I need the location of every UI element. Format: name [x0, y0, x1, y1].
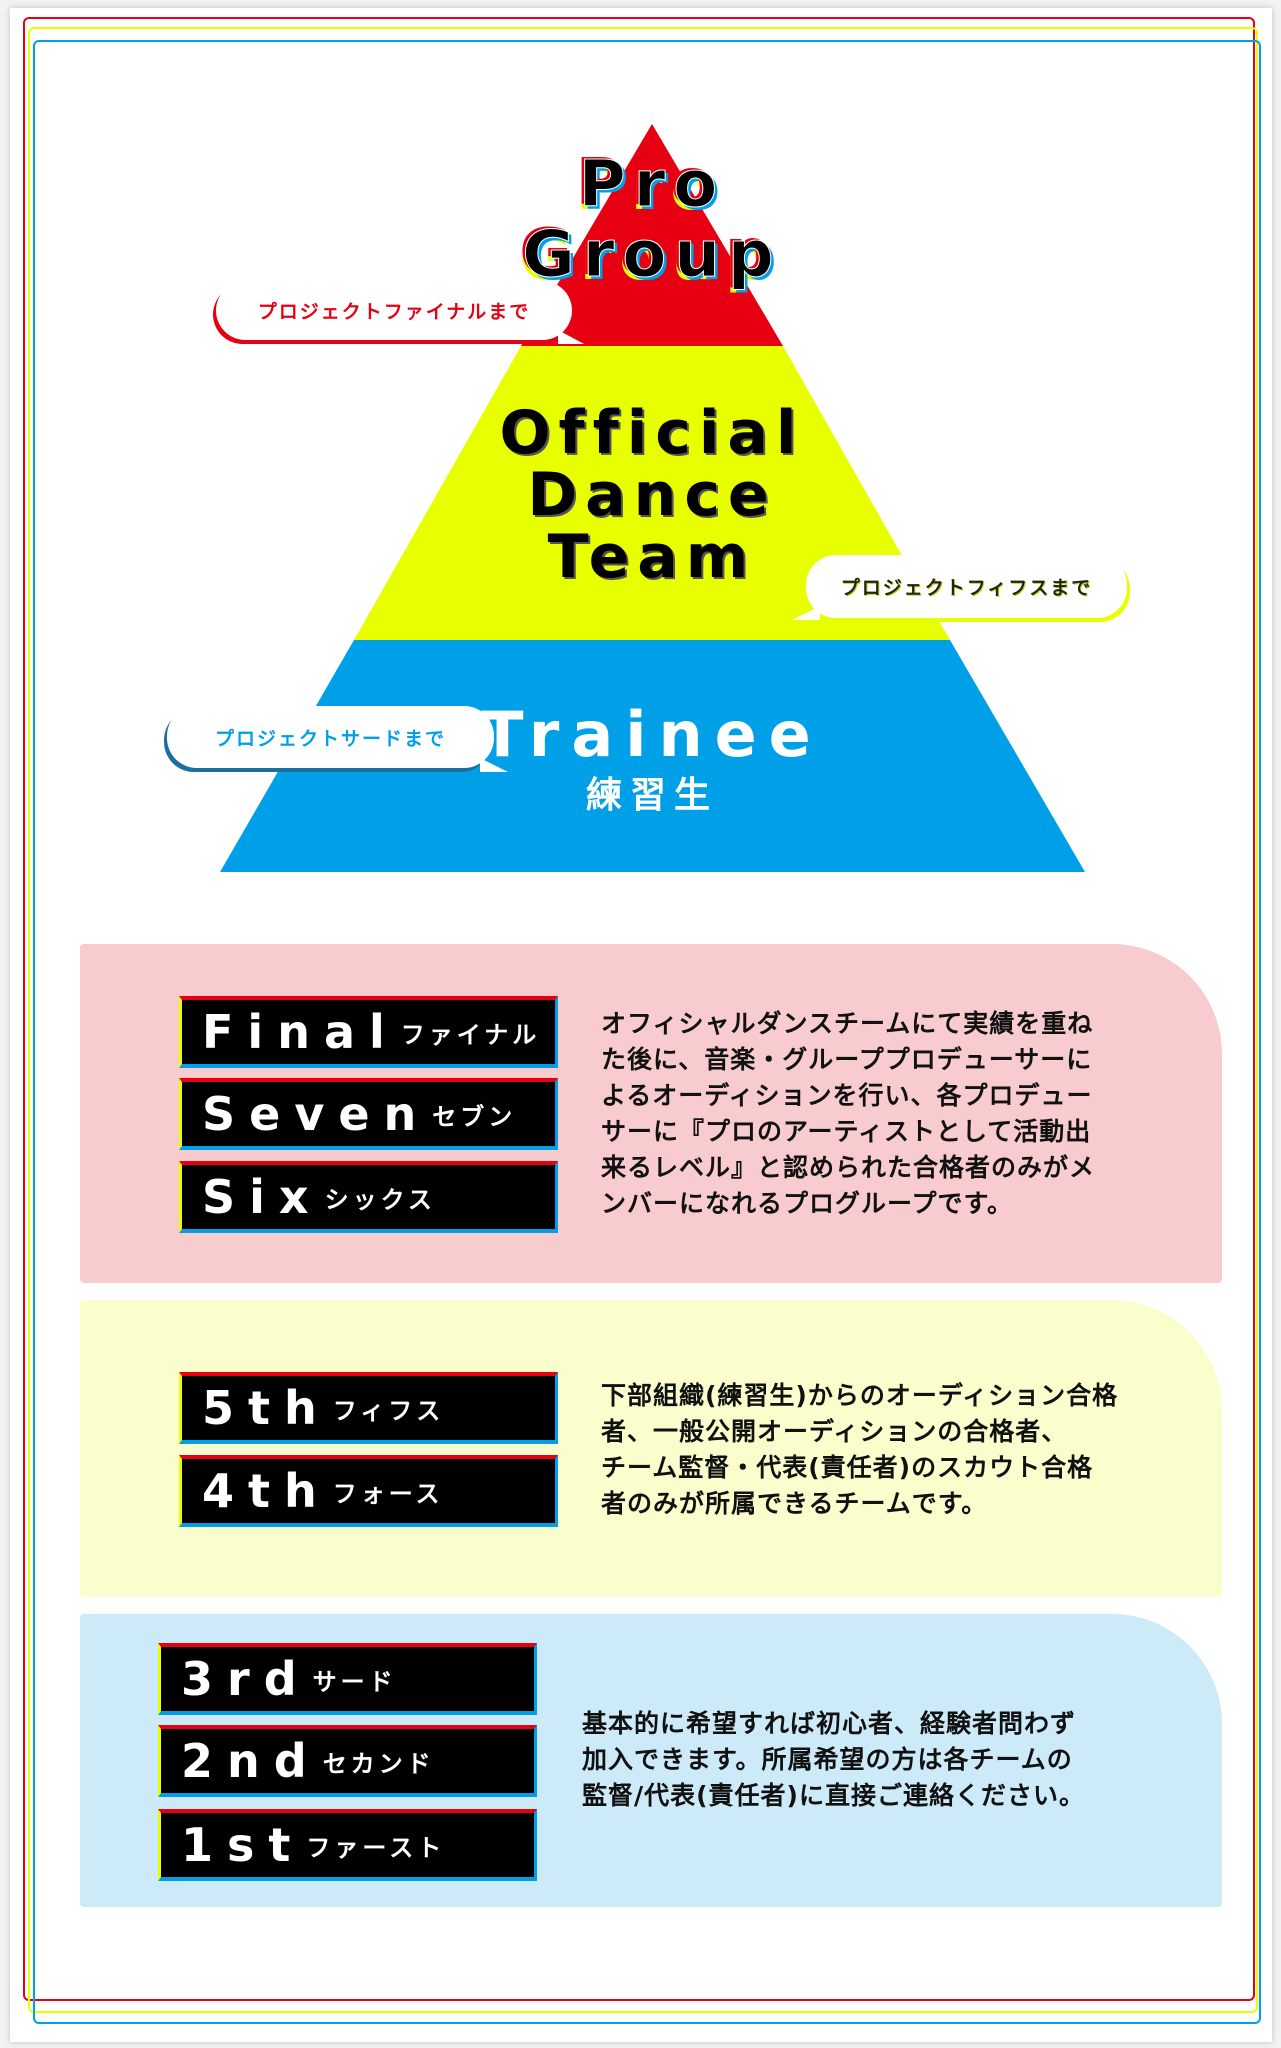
tag-jp: ファースト	[306, 1833, 446, 1862]
desc-line: 者、一般公開オーディションの合格者、	[601, 1417, 1068, 1446]
desc-line: よるオーディションを行い、各プロデュー	[601, 1081, 1093, 1110]
pro-group-description: オフィシャルダンスチームにて実績を重ね た後に、音楽・グループプロデューサーに …	[601, 1006, 1095, 1222]
desc-line: 基本的に希望すれば初心者、経験者問わず	[582, 1709, 1077, 1738]
tag-jp: シックス	[324, 1185, 436, 1214]
tag-en: 1st	[181, 1818, 305, 1872]
tag-en: Seven	[202, 1087, 431, 1141]
title-line: Official	[499, 398, 805, 468]
title-line: Group	[522, 218, 782, 292]
pyramid-tier-pro	[521, 124, 783, 346]
desc-line: 来るレベル』と認められた合格者のみがメ	[601, 1153, 1096, 1182]
desc-line: サーに『プロのアーティストとして活動出	[601, 1117, 1092, 1146]
trainee-subtitle: 練習生	[585, 775, 718, 816]
desc-line: 下部組織(練習生)からのオーディション合格	[601, 1381, 1119, 1410]
official-dance-team-title: Official Dance Team	[352, 402, 952, 588]
title-line: Pro	[578, 148, 726, 222]
bubble-text: プロジェクトフィフスまで	[840, 577, 1093, 599]
bubble-third: プロジェクトサードまで	[167, 706, 508, 772]
bubble-final: プロジェクトファイナルまで	[216, 281, 584, 344]
tag-jp: フィフス	[332, 1396, 445, 1425]
tag-en: 2nd	[181, 1734, 321, 1788]
pyramid-tier-official	[354, 346, 950, 640]
trainee-description: 基本的に希望すれば初心者、経験者問わず 加入できます。所属希望の方は各チームの …	[582, 1706, 1085, 1814]
pyramid-tier-trainee	[220, 640, 1085, 872]
desc-line: オフィシャルダンスチームにて実績を重ね	[601, 1009, 1094, 1038]
tag-en: 5th	[202, 1381, 331, 1435]
desc-line: 者のみが所属できるチームです。	[601, 1489, 988, 1518]
bubble-fifth: プロジェクトフィフスまで	[792, 555, 1127, 620]
tag-jp: フォース	[332, 1479, 444, 1508]
frame-yellow	[28, 27, 1258, 2013]
bubble-text: プロジェクトファイナルまで	[257, 301, 531, 323]
tag-jp: ファイナル	[400, 1020, 541, 1049]
tag-jp: セカンド	[322, 1749, 435, 1778]
desc-line: ンバーになれるプログループです。	[601, 1189, 1014, 1218]
tag-en: 3rd	[181, 1652, 311, 1706]
tag-en: 4th	[202, 1464, 331, 1518]
panel-official-team	[80, 1300, 1222, 1597]
bubble-text: プロジェクトサードまで	[214, 727, 446, 750]
desc-line: た後に、音楽・グループプロデューサーに	[601, 1045, 1093, 1074]
desc-line: チーム監督・代表(責任者)のスカウト合格	[601, 1453, 1094, 1482]
pro-group-title: Pro Group	[352, 148, 952, 292]
tag-en: Six	[202, 1170, 323, 1224]
tag-jp: セブン	[432, 1102, 517, 1131]
pyramid	[220, 124, 1085, 872]
tag-en: Final	[202, 1005, 399, 1059]
frame-red	[23, 17, 1255, 2001]
official-team-description: 下部組織(練習生)からのオーディション合格 者、一般公開オーディションの合格者、…	[601, 1378, 1118, 1522]
title-line: Team	[547, 522, 757, 592]
desc-line: 監督/代表(責任者)に直接ご連絡ください。	[582, 1781, 1085, 1810]
desc-line: 加入できます。所属希望の方は各チームの	[582, 1745, 1073, 1774]
trainee-title: Trainee	[481, 698, 823, 771]
frame-blue	[33, 40, 1261, 2024]
tag-jp: サード	[312, 1667, 397, 1696]
title-line: Dance	[527, 460, 777, 530]
